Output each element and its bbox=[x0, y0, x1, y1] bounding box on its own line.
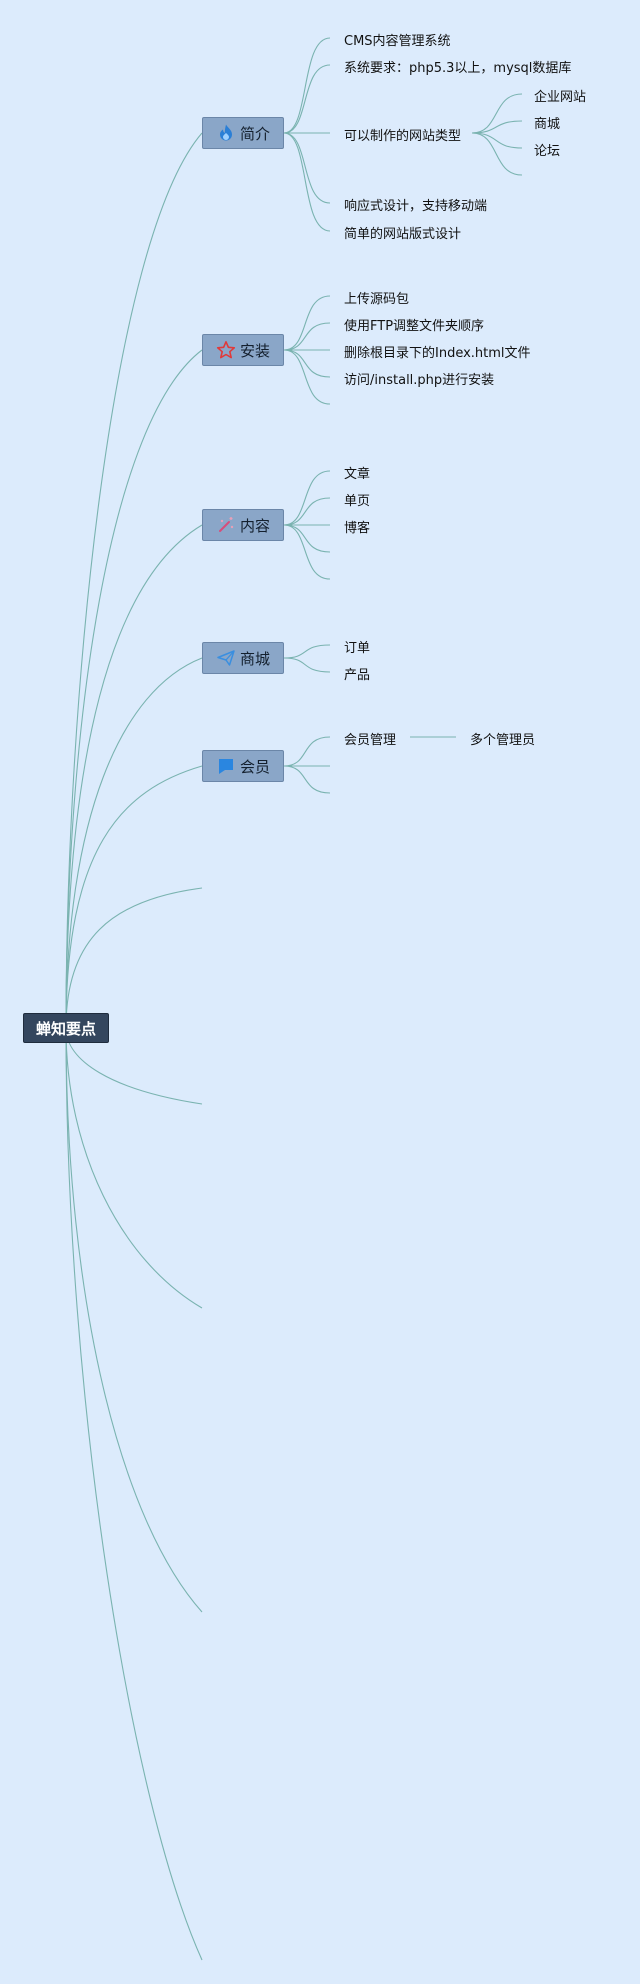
leaf-node[interactable]: 博客 bbox=[344, 521, 371, 536]
connector bbox=[65, 1027, 203, 1613]
connector bbox=[283, 295, 331, 351]
connector bbox=[65, 765, 203, 1029]
leaf-node[interactable]: 商城 bbox=[534, 117, 561, 132]
branch-label: 安装 bbox=[239, 341, 270, 360]
connector bbox=[65, 887, 203, 1029]
connector bbox=[283, 349, 331, 378]
leaf-node[interactable]: 上传源码包 bbox=[344, 292, 410, 307]
star-icon bbox=[216, 340, 236, 360]
connector bbox=[283, 64, 331, 134]
connector bbox=[283, 349, 331, 405]
paper-plane-icon bbox=[216, 648, 236, 668]
leaf-node[interactable]: 订单 bbox=[344, 641, 371, 656]
leaf-node[interactable]: 企业网站 bbox=[534, 90, 587, 105]
branch-label: 简介 bbox=[239, 124, 270, 143]
root-node[interactable]: 蝉知要点 bbox=[23, 1013, 109, 1043]
fire-icon bbox=[216, 123, 236, 143]
connector bbox=[65, 1027, 203, 1961]
magic-wand-icon bbox=[216, 515, 236, 535]
leaf-node[interactable]: 响应式设计，支持移动端 bbox=[344, 199, 488, 214]
connector bbox=[283, 470, 331, 526]
connector bbox=[471, 93, 523, 134]
leaf-node[interactable]: 论坛 bbox=[534, 144, 561, 159]
leaf-node[interactable]: 会员管理 bbox=[344, 733, 397, 748]
connector bbox=[471, 120, 523, 134]
leaf-node[interactable]: 删除根目录下的Index.html文件 bbox=[344, 346, 531, 361]
connector bbox=[65, 524, 203, 1029]
connector bbox=[283, 37, 331, 134]
leaf-node[interactable]: 文章 bbox=[344, 467, 371, 482]
connector bbox=[283, 644, 331, 659]
connector bbox=[283, 322, 331, 351]
connector bbox=[283, 524, 331, 553]
connector bbox=[283, 132, 331, 204]
connector bbox=[283, 765, 331, 794]
connector bbox=[283, 524, 331, 580]
leaf-node[interactable]: 简单的网站版式设计 bbox=[344, 227, 462, 242]
connector bbox=[65, 1027, 203, 1309]
branch-label: 会员 bbox=[239, 757, 270, 776]
connector bbox=[471, 132, 523, 149]
connector bbox=[65, 657, 203, 1029]
branch-label: 内容 bbox=[239, 516, 270, 535]
branch-content[interactable]: 内容 bbox=[202, 509, 284, 541]
connector bbox=[65, 132, 203, 1029]
connector bbox=[283, 497, 331, 526]
branch-intro[interactable]: 简介 bbox=[202, 117, 284, 149]
branch-member[interactable]: 会员 bbox=[202, 750, 284, 782]
leaf-node[interactable]: 使用FTP调整文件夹顺序 bbox=[344, 319, 485, 334]
branch-label: 商城 bbox=[239, 649, 270, 668]
flag-icon bbox=[216, 756, 236, 776]
leaf-node[interactable]: 多个管理员 bbox=[470, 733, 536, 748]
leaf-node[interactable]: 单页 bbox=[344, 494, 371, 509]
connector bbox=[471, 132, 523, 176]
leaf-node[interactable]: CMS内容管理系统 bbox=[344, 34, 451, 49]
leaf-node[interactable]: 系统要求：php5.3以上，mysql数据库 bbox=[344, 61, 572, 76]
leaf-node[interactable]: 可以制作的网站类型 bbox=[344, 129, 462, 144]
connector bbox=[283, 657, 331, 673]
leaf-node[interactable]: 访问/install.php进行安装 bbox=[344, 373, 495, 388]
leaf-node[interactable]: 产品 bbox=[344, 668, 371, 683]
connector bbox=[65, 349, 203, 1029]
root-label: 蝉知要点 bbox=[35, 1019, 96, 1038]
branch-install[interactable]: 安装 bbox=[202, 334, 284, 366]
connector bbox=[283, 736, 331, 767]
branch-shop[interactable]: 商城 bbox=[202, 642, 284, 674]
connector bbox=[283, 132, 331, 232]
